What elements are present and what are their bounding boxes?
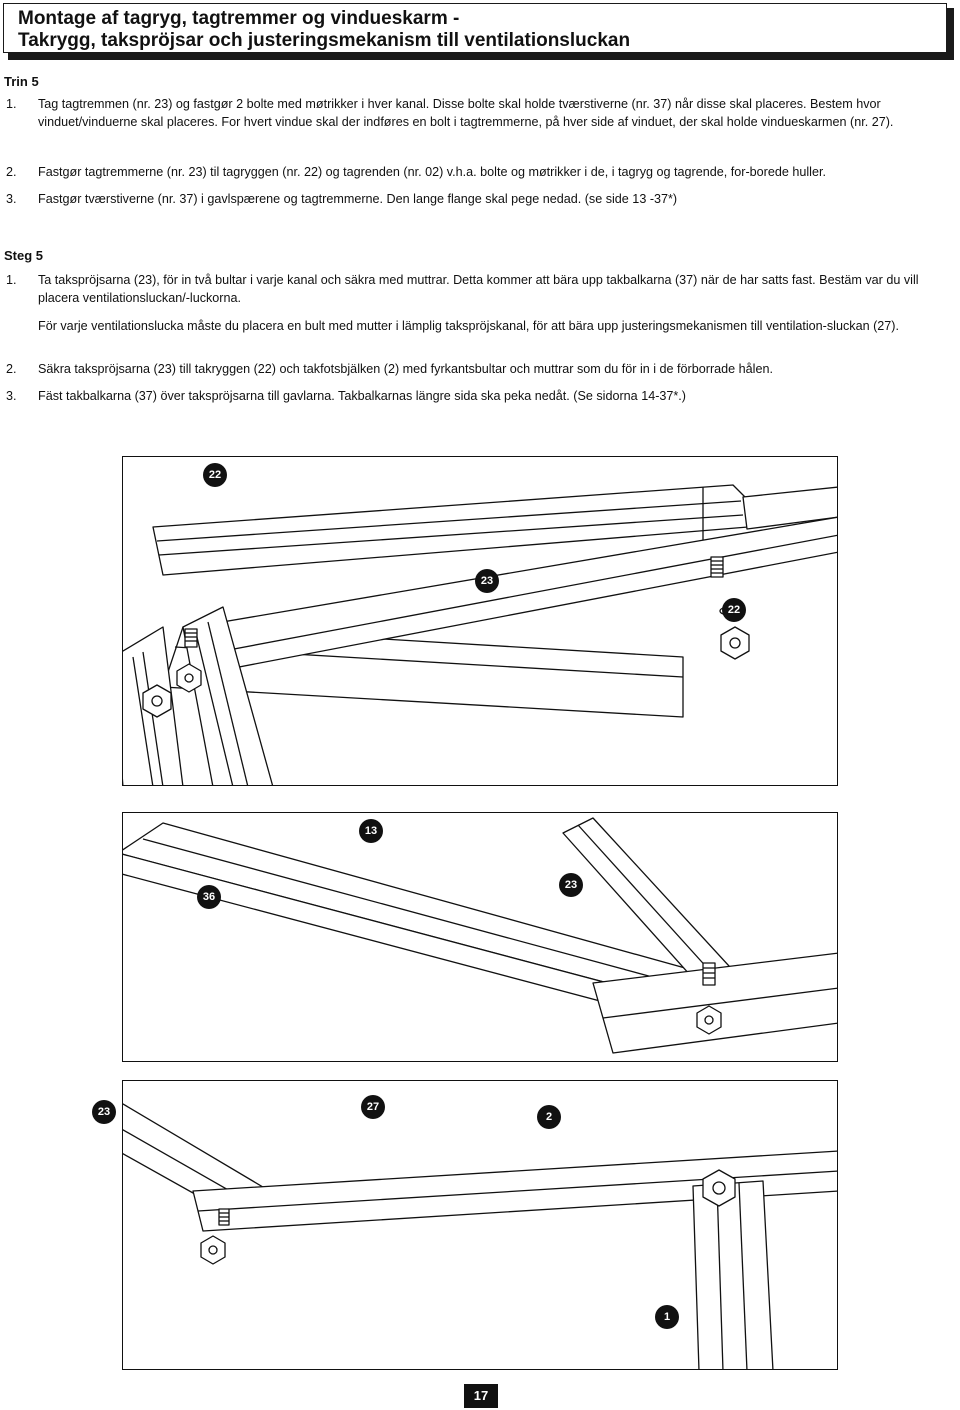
callout-23-rafter: 23 — [559, 873, 583, 897]
title-box: Montage af tagryg, tagtremmer og vindues… — [3, 3, 947, 53]
callout-2-eaves-beam: 2 — [537, 1105, 561, 1129]
danish-step-2-text: Fastgør tagtremmerne (nr. 23) til tagryg… — [38, 165, 826, 179]
swedish-step-1-note: För varje ventilationslucka måste du pla… — [38, 319, 899, 333]
danish-heading: Trin 5 — [4, 74, 39, 89]
panel-eaves-joint: 23 27 2 1 — [122, 1080, 838, 1370]
danish-step-3-num: 3. — [6, 192, 17, 206]
panel-vent-bracket: 13 36 23 — [122, 812, 838, 1062]
bolt-thread — [702, 962, 716, 986]
swedish-step-3-num: 3. — [6, 389, 17, 403]
callout-23-rafter: 23 — [475, 569, 499, 593]
callout-22-outer: 22 — [722, 598, 746, 622]
ridge-assembly-illustration — [123, 484, 837, 785]
danish-step-1-num: 1. — [6, 97, 17, 111]
swedish-step-1-num: 1. — [6, 273, 17, 287]
title-line-2: Takrygg, takspröjsar och justeringsmekan… — [18, 30, 631, 51]
callout-13-vent-bracket: 13 — [359, 819, 383, 843]
eaves-joint-illustration — [123, 1103, 837, 1369]
panel-ridge-assembly: 22 23 22 — [122, 456, 838, 786]
danish-step-1-text: Tag tagtremmen (nr. 23) og fastgør 2 bol… — [38, 97, 894, 129]
danish-step-2-num: 2. — [6, 165, 17, 179]
bolt-thread — [710, 556, 724, 578]
callout-36-vent-frame: 36 — [197, 885, 221, 909]
swedish-step-2-text: Säkra takspröjsarna (23) till takryggen … — [38, 362, 773, 376]
swedish-step-2-num: 2. — [6, 362, 17, 376]
swedish-step-1-text: Ta takspröjsarna (23), för in två bultar… — [38, 273, 919, 305]
page-number: 17 — [464, 1384, 498, 1408]
title-line-1: Montage af tagryg, tagtremmer og vindues… — [18, 8, 460, 29]
danish-step-3-text: Fastgør tværstiverne (nr. 37) i gavlspær… — [38, 192, 678, 206]
vertical-post — [692, 1180, 774, 1369]
callout-22-ridge: 22 — [203, 463, 227, 487]
callout-23-outer: 23 — [92, 1100, 116, 1124]
swedish-heading: Steg 5 — [4, 248, 44, 263]
vent-bracket-illustration — [123, 817, 837, 1054]
callout-1-post: 1 — [655, 1305, 679, 1329]
swedish-step-3-text: Fäst takbalkarna (37) över takspröjsarna… — [38, 389, 686, 403]
callout-27-bracket: 27 — [361, 1095, 385, 1119]
